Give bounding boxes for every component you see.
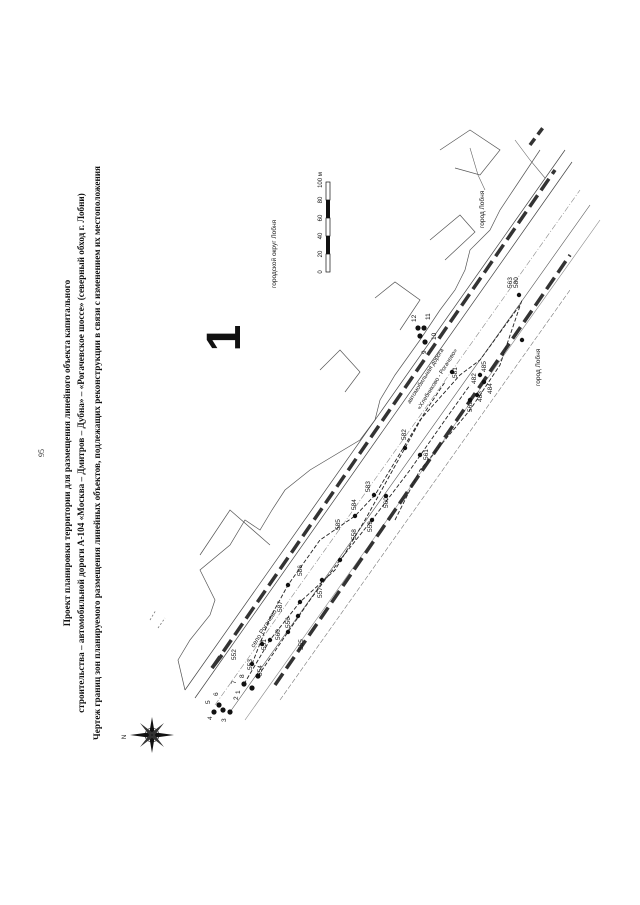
point-label: 586 xyxy=(297,565,304,576)
point-label: 582 xyxy=(401,429,408,440)
point-label: 584 xyxy=(351,499,358,510)
dashed-feature xyxy=(149,609,166,629)
compass-rose-icon: N xyxy=(122,717,174,753)
point-label: 9 xyxy=(421,350,428,354)
point-label: 559 xyxy=(367,521,374,532)
point-label: 551 xyxy=(261,639,268,650)
point-label: 555 xyxy=(298,639,305,650)
point-label: 10 xyxy=(431,332,438,340)
title-line-3: Чертеж границ зон планируемого размещени… xyxy=(92,166,102,740)
scale-tick: 40 xyxy=(318,232,324,239)
point-labels: 4 5 3 6 2 1 7 8 552 553 554 551 555 556 … xyxy=(205,277,520,722)
parcel-outline xyxy=(469,147,486,191)
title-block: Проект планировки территории для размеще… xyxy=(62,166,102,740)
point-label: 585 xyxy=(335,519,342,530)
point-label: 553 xyxy=(247,659,254,670)
point-label: 587 xyxy=(277,601,284,612)
point-label: 581 xyxy=(452,367,459,378)
scale-tick: 20 xyxy=(318,250,324,257)
parcel-outline xyxy=(199,509,271,556)
point-label: 558 xyxy=(351,529,358,540)
city-label-top: город Лобня xyxy=(478,190,486,228)
title-line-1: Проект планировки территории для размеще… xyxy=(62,279,72,626)
parcel-outline xyxy=(177,149,541,691)
point-label: 485 xyxy=(481,361,488,372)
scale-tick: 60 xyxy=(318,214,324,221)
point-label: 483 xyxy=(477,391,484,402)
point-label: 2 xyxy=(233,696,240,700)
point-label: 5 xyxy=(205,700,212,704)
point-label: 552 xyxy=(231,649,238,660)
point-label: 8 xyxy=(239,674,246,678)
zone-boundary xyxy=(210,653,224,670)
point-label: 560 xyxy=(275,629,282,640)
point-label: 556 xyxy=(285,617,292,628)
route-line xyxy=(257,384,471,677)
title-line-2: строительства – автомобильной дороги А-1… xyxy=(76,193,86,713)
scale-tick: 0 xyxy=(318,270,324,274)
map-drawing: 4 5 3 6 2 1 7 8 552 553 554 551 555 556 … xyxy=(149,123,601,722)
point-label: 4 xyxy=(207,716,214,720)
page-number: 95 xyxy=(37,449,46,457)
scale-tick: 100 м xyxy=(318,172,324,188)
parcel-outline xyxy=(374,281,421,331)
route-line xyxy=(394,299,523,521)
road-edge xyxy=(184,149,566,691)
district-label: городской округ Лобня xyxy=(270,219,278,288)
zone-boundary xyxy=(528,123,547,147)
point-label: 6 xyxy=(213,692,220,696)
point-label: 560 xyxy=(383,497,390,508)
point-label: 563 xyxy=(507,277,514,288)
parcel-outline xyxy=(439,129,501,176)
scale-tick: 80 xyxy=(318,196,324,203)
compass-north-label: N xyxy=(122,735,128,739)
point-label: 1 xyxy=(235,690,242,694)
route-line xyxy=(251,304,521,665)
point-label: 561 xyxy=(423,449,430,460)
zone-boundary xyxy=(210,169,557,669)
parcel-outline xyxy=(514,139,546,179)
road-edge xyxy=(194,161,573,699)
point-label: 557 xyxy=(317,587,324,598)
point-label: 484 xyxy=(487,383,494,394)
corner-dots xyxy=(211,292,525,715)
point-label: 7 xyxy=(231,680,238,684)
parcel-outline xyxy=(429,214,476,261)
sheet-number: 1 xyxy=(198,325,251,352)
zone-boundary xyxy=(273,254,572,686)
parcel-outline xyxy=(319,349,361,393)
point-label: 580 xyxy=(513,277,520,288)
road-edge xyxy=(229,204,591,713)
city-label-bottom: город Лобня xyxy=(534,348,542,386)
point-label: 482 xyxy=(471,373,478,384)
point-label: 3 xyxy=(221,718,228,722)
point-label: 11 xyxy=(425,313,432,320)
point-label: 12 xyxy=(411,314,418,322)
point-label: 554 xyxy=(257,665,264,676)
point-label: 562 xyxy=(467,401,474,412)
scale-bar: 0 20 40 60 80 100 м xyxy=(318,172,331,274)
point-label: 583 xyxy=(365,481,372,492)
road-edge xyxy=(214,189,581,706)
